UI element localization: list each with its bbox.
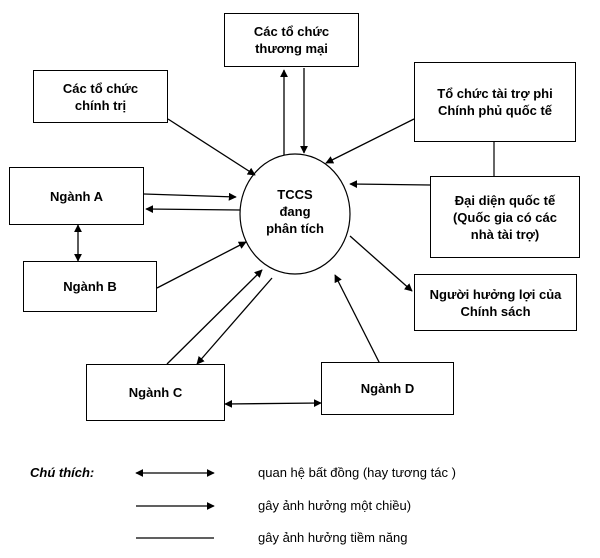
box-dai-dien: Đại diện quốc tế (Quốc gia có các nhà tà… xyxy=(430,176,580,258)
arrow-center-to-nganh-c xyxy=(196,277,273,365)
arrow-center-to-nguoi-huong-loi xyxy=(349,235,413,292)
box-nganh-b: Ngành B xyxy=(23,261,157,312)
arrow-nganh-a-to-center xyxy=(143,192,237,201)
legend-text-single-arrow: gây ảnh hưởng một chiều) xyxy=(258,498,412,513)
arrow-nganh-d-to-center xyxy=(334,274,381,365)
box-nganh-d: Ngành D xyxy=(321,362,454,415)
double-arrow-nganh-c-nganh-d xyxy=(224,399,322,408)
arrow-chinh-tri-to-center xyxy=(167,118,256,176)
arrow-nganh-b-to-center xyxy=(156,241,247,289)
box-nguoi-huong-loi: Người hưởng lợi của Chính sách xyxy=(414,274,577,331)
box-thuong-mai: Các tổ chức thương mại xyxy=(224,13,359,67)
arrow-dai-dien-to-center xyxy=(349,180,431,189)
center-label: TCCS đang phân tích xyxy=(266,187,324,236)
arrow-tai-tro-to-center xyxy=(325,118,415,164)
legend-text-plain-line: gây ảnh hưởng tiềm năng xyxy=(258,530,408,545)
box-nganh-c: Ngành C xyxy=(86,364,225,421)
center-ellipse xyxy=(239,153,351,275)
box-tai-tro: Tổ chức tài trợ phi Chính phủ quốc tế xyxy=(414,62,576,142)
legend-title: Chú thích: xyxy=(30,465,95,480)
arrow-center-to-nganh-a xyxy=(145,205,241,214)
arrow-nganh-c-to-center xyxy=(166,269,263,365)
box-nganh-a: Ngành A xyxy=(9,167,144,225)
box-chinh-tri: Các tổ chức chính trị xyxy=(33,70,168,123)
legend-text-double-arrow: quan hệ bất đồng (hay tương tác ) xyxy=(258,465,456,480)
